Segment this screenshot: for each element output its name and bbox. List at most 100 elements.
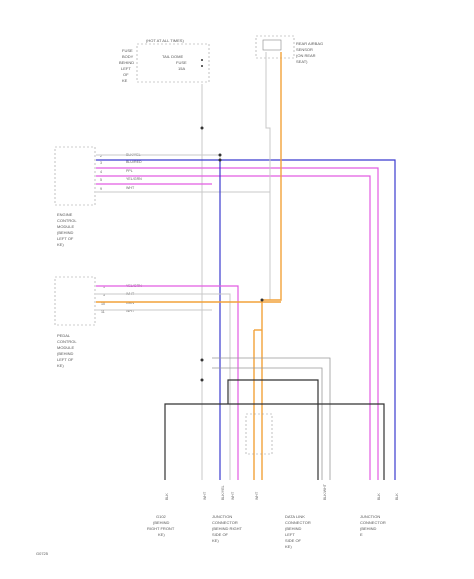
vertical-wire-labels: WHT BLK/YEL WHT WHT BLK/WHT BLK BLK BLK (165, 483, 399, 500)
pedal-wire-label-3: GRN (126, 301, 134, 305)
pedal-module-label-4: (BEHIND (57, 351, 74, 356)
airbag-sensor-label-2: SENSOR (296, 47, 313, 52)
vlabel-8: BLK (395, 493, 399, 500)
vlabel-1: WHT (203, 491, 207, 500)
splice-dot (200, 378, 204, 382)
fuse-box-outline (136, 43, 210, 83)
pedal-wire-label-4: WHT (126, 309, 135, 313)
engine-wht-wire (96, 191, 271, 300)
junction-left-label-2: CONNECTOR (212, 520, 238, 525)
engine-pin-4: 4 (100, 170, 102, 174)
junction-left-label-4: SIDE OF (212, 532, 229, 537)
data-link-label-5: SIDE OF (285, 538, 302, 543)
fuse-box-side-4: LEFT (121, 66, 131, 71)
black-ground-bus (164, 403, 385, 480)
splice-dot (200, 126, 204, 130)
vlabel-6: BLK (165, 493, 169, 500)
pedal-pin-1: 1 (103, 285, 105, 289)
junction-right-label-2: CONNECTOR (360, 520, 386, 525)
airbag-sensor: REAR AIRBAG SENSOR (ON REAR SEAT) (255, 35, 323, 64)
pedal-yel-grn-wire (96, 285, 239, 480)
fuse-box-inner-1: TAIL DOME (162, 54, 183, 59)
junction-right-label-1: JUNCTION (360, 514, 380, 519)
airbag-sensor-connector (262, 39, 282, 51)
airbag-orange-wire (261, 52, 282, 480)
junction-dashed-box (245, 413, 273, 455)
wires (96, 52, 396, 480)
engine-module-outline (54, 146, 96, 206)
pedal-control-module: PEDAL CONTROL MODULE (BEHIND LEFT OF KE)… (54, 276, 142, 368)
engine-module-label-1: ENGINE (57, 212, 73, 217)
ground-label-3: RIGHT FRONT (147, 526, 175, 531)
engine-pin-3: 3 (100, 161, 102, 165)
junction-left-label-3: (BEHIND RIGHT (212, 526, 243, 531)
engine-ppl-wire-1 (96, 167, 379, 480)
engine-wire-label-5: WHT (126, 186, 135, 190)
fuse-box-title: (HOT AT ALL TIMES) (146, 38, 184, 43)
junction-right-label-4: E (360, 532, 363, 537)
fuse-box-side-1: FUSE (122, 48, 133, 53)
bottom-labels: G102 (BEHIND RIGHT FRONT KE) JUNCTION CO… (36, 514, 386, 556)
vlabel-4: WHT (255, 491, 259, 500)
data-link-label-3: (BEHIND (285, 526, 302, 531)
airbag-sensor-label-4: SEAT) (296, 59, 308, 64)
pedal-module-label-5: LEFT OF (57, 357, 74, 362)
pedal-pin-3: 3 (103, 293, 105, 297)
pedal-module-label-2: CONTROL (57, 339, 77, 344)
splice-dot (200, 358, 204, 362)
airbag-sensor-label-3: (ON REAR (296, 53, 316, 58)
splice-dot (218, 158, 222, 162)
engine-pin-2: 2 (100, 154, 102, 158)
vlabel-5: BLK/WHT (323, 483, 327, 500)
engine-pin-9: 9 (100, 187, 102, 191)
engine-ppl-wire-2 (96, 175, 371, 480)
pedal-pin-10: 10 (101, 302, 105, 306)
junction-left-label-1: JUNCTION (212, 514, 232, 519)
black-ground-branch (227, 379, 319, 480)
engine-wire-label-3: PPL (126, 169, 133, 173)
engine-blu-red-wire (96, 159, 396, 480)
engine-module-label-6: KE) (57, 242, 64, 247)
data-link-label-6: KE) (285, 544, 292, 549)
airbag-sensor-label-1: REAR AIRBAG (296, 41, 323, 46)
fuse-box-inner-2: FUSE (176, 60, 187, 65)
fuse-box: (HOT AT ALL TIMES) FUSE BODY BEHIND LEFT… (119, 38, 210, 83)
data-link-label-4: LEFT (285, 532, 295, 537)
ground-label-2: (BEHIND (153, 520, 170, 525)
fuse-box-side-6: KE (122, 78, 128, 83)
engine-wire-label-4: YEL/GRN (126, 177, 142, 181)
figure-code: G0725 (36, 551, 49, 556)
vlabel-7: BLK (377, 493, 381, 500)
vlabel-3: WHT (231, 491, 235, 500)
airbag-wht-wire (265, 52, 271, 192)
fuse-box-side-3: BEHIND (119, 60, 134, 65)
pedal-pin-11: 11 (101, 310, 105, 314)
engine-pin-5: 5 (100, 178, 102, 182)
airbag-sensor-outline (255, 35, 295, 59)
engine-module-label-3: MODULE (57, 224, 74, 229)
gray-route-2 (212, 367, 323, 480)
pedal-module-outline (54, 276, 96, 326)
engine-blk-yel-wire (96, 154, 221, 480)
data-link-label-1: DATA LINK (285, 514, 305, 519)
fuse-box-inner-3: 15A (178, 66, 185, 71)
pedal-module-label-6: KE) (57, 363, 64, 368)
pedal-module-label-3: MODULE (57, 345, 74, 350)
splice-dot (218, 153, 222, 157)
fuse-box-pin-dot (201, 59, 203, 61)
engine-module-label-2: CONTROL (57, 218, 77, 223)
data-link-label-2: CONNECTOR (285, 520, 311, 525)
vlabel-2: BLK/YEL (221, 485, 225, 500)
fuse-box-side-2: BODY (122, 54, 134, 59)
junction-right-label-3: (BEHIND (360, 526, 377, 531)
engine-module-label-5: LEFT OF (57, 236, 74, 241)
splice-dot (260, 298, 264, 302)
pedal-wht-wire (96, 293, 231, 480)
ground-label-1: G102 (156, 514, 167, 519)
junction-left-label-5: KE) (212, 538, 219, 543)
fuse-box-side-5: OF (123, 72, 129, 77)
engine-control-module: ENGINE CONTROL MODULE (BEHIND LEFT OF KE… (54, 146, 142, 247)
fuse-box-pin-dot (201, 65, 203, 67)
gray-route-1 (212, 357, 331, 480)
